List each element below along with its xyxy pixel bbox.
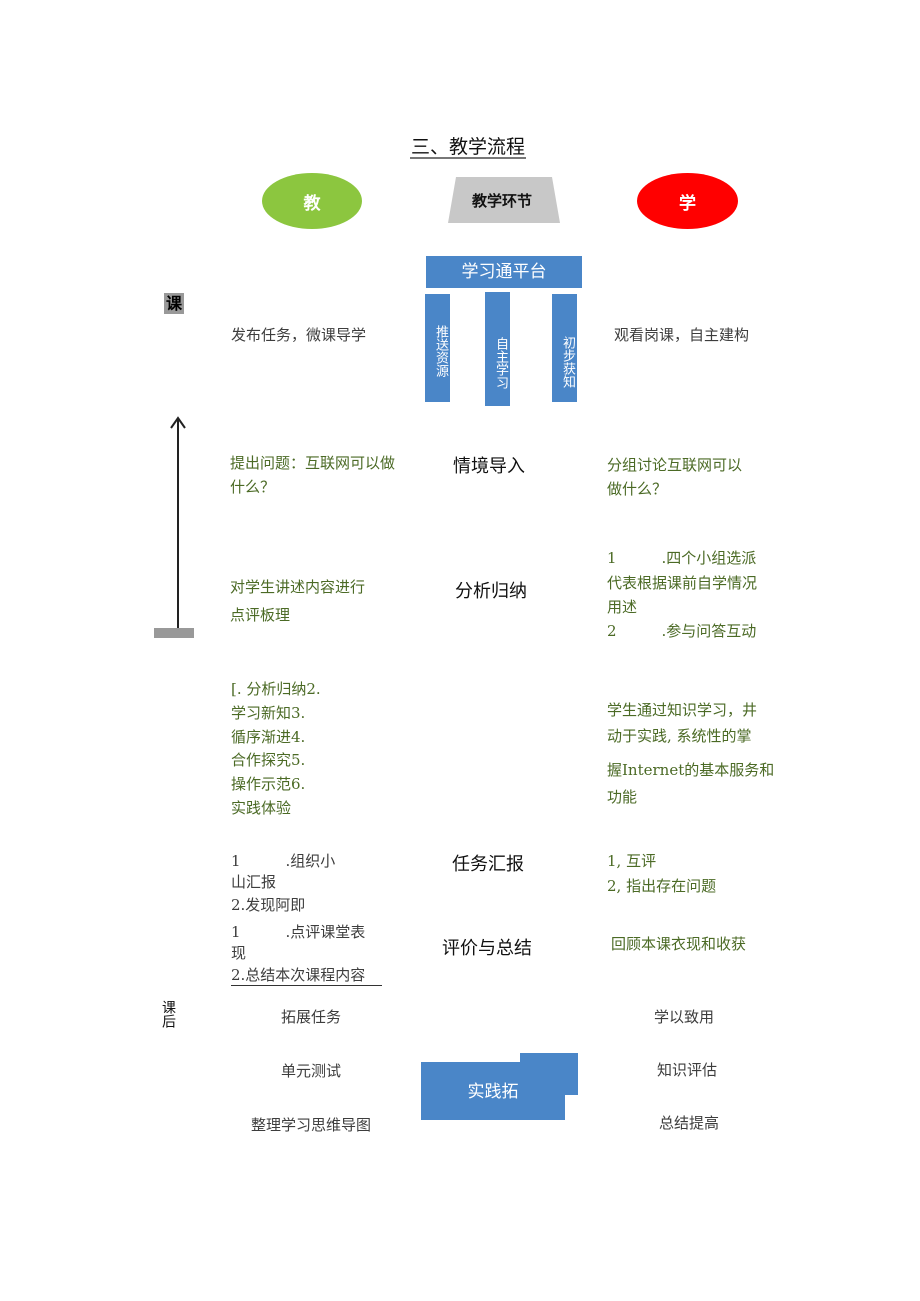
row-teacher-line: 提出问题：互联网可以做 [230,454,396,472]
pre-class-student: 观看岗课，自主建构 [614,326,750,344]
row-teacher-line: 现 [231,944,247,962]
row-teacher-line: 循序渐进4. [231,728,306,746]
page-title: 三、教学流程 [411,136,526,158]
section-trapezoid [448,177,560,223]
after-student-item: 学以致用 [654,1008,715,1026]
row-student-line: 学生通过知识学习，井 [607,701,758,719]
stage-label: 任务汇报 [452,854,524,875]
row-student-line: 分组讨论互联网可以 [607,456,743,474]
platform-box: 学习通平台 [426,256,582,288]
after-class-label: 课后 [160,1000,176,1028]
after-teacher-item: 拓展任务 [281,1008,342,1026]
stage-label: 情境导入 [453,456,525,477]
platform-item-self-study: 自主学习 [485,292,510,406]
teach-label: 教 [303,193,321,214]
row-teacher-line: 合作探究5. [231,751,306,769]
after-teacher-item: 单元测试 [281,1062,342,1080]
row-student-line: 2, 指出存在问题 [607,877,717,895]
row-teacher-line: 2.发现阿即 [231,896,306,914]
row-teacher-line: 学习新知3. [231,704,306,722]
row-teacher-line: 操作示范6. [231,775,306,793]
pre-class-label: 课 [164,293,184,314]
pre-class-teacher: 发布任务，微课导学 [231,326,367,344]
row-teacher-line: 1 .点评课堂表 [231,923,366,941]
row-teacher-line: [. 分析归纳2. [231,680,321,698]
platform-item-initial: 初步获知 [552,294,577,402]
row-teacher-line: 什么？ [230,478,276,496]
row-teacher-line: 实践体验 [231,799,292,817]
learn-label: 学 [679,193,696,214]
practice-box: 实践拓 [421,1062,565,1120]
row-student-line: 握Internet的基本服务和 [607,761,775,779]
teach-ellipse: 教 [262,173,362,229]
row-student-line: 代表根据课前自学情况 [607,574,758,592]
learn-ellipse: 学 [637,173,738,229]
after-teacher-item: 整理学习思维导图 [251,1116,372,1134]
row-student-line: 2 .参与问答互动 [607,622,757,640]
title-underline [410,157,526,159]
row-student-line: 回顾本课衣现和收获 [611,935,747,953]
row-student-line: 做什么？ [607,480,668,498]
after-student-item: 知识评估 [657,1061,718,1079]
row-student-line: 用述 [607,598,638,616]
platform-item-push: 推送资源 [425,294,450,402]
row-student-line: 功能 [607,788,638,806]
row-teacher-line: 1 .组织小 [231,852,336,870]
section-label: 教学环节 [472,192,533,210]
row-student-line: 1, 互评 [607,852,657,870]
timeline-arrow-icon [154,416,194,638]
row-student-line: 动于实践, 系统性的掌 [607,727,752,745]
stage-label: 分析归纳 [455,581,527,602]
after-student-item: 总结提高 [659,1114,720,1132]
row-teacher-line: 2.总结本次课程内容 [231,966,366,984]
row-teacher-line: 对学生讲述内容进行 [230,578,366,596]
row-student-line: 1 .四个小组选派 [607,549,757,567]
stage-label: 评价与总结 [442,938,532,959]
row-teacher-line: 点评板理 [230,606,291,624]
row-teacher-line: 山汇报 [231,873,277,891]
underline [231,985,382,986]
